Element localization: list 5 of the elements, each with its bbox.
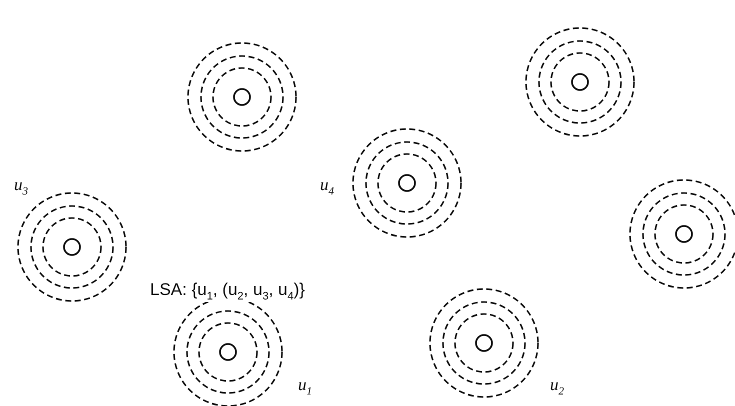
node-label: u$_{3}$ <box>14 176 28 198</box>
set-notation-text: LSA: {u$_{1}$, (u$_{2}$, u$_{3}$, u$_{4}$)} <box>148 280 307 302</box>
node-label: u$_{4}$ <box>320 176 334 198</box>
node-label: u$_{1}$ <box>298 376 312 398</box>
node-label: u$_{2}$ <box>550 376 564 398</box>
